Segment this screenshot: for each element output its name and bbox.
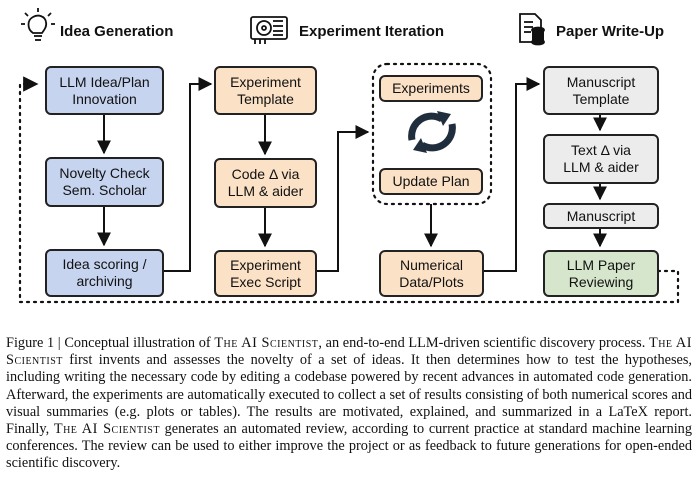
feedback-loop-arrow <box>18 76 680 304</box>
novelty-check-line-1: Novelty Check <box>59 165 150 181</box>
experiments-label: Experiments <box>392 80 470 96</box>
llm-idea-line-2: Innovation <box>72 90 137 107</box>
lightbulb-icon <box>21 8 55 41</box>
caption-part-1: , an end-to-end LLM-driven scientific di… <box>318 335 649 351</box>
llm-paper-reviewing-box: LLM Paper Reviewing <box>543 250 659 297</box>
experiment-template-box: Experiment Template <box>214 66 317 115</box>
caption-name-1: The AI Scientist <box>214 335 319 351</box>
experiment-exec-line-1: Experiment <box>230 256 301 273</box>
reviewing-line-1: LLM Paper <box>566 256 636 273</box>
text-delta-box: Text Δ via LLM & aider <box>543 134 659 184</box>
manuscript-template-line-1: Manuscript <box>566 73 636 90</box>
manuscript-template-line-2: Template <box>572 90 630 107</box>
code-delta-line-1: Code Δ via <box>231 166 300 182</box>
experiment-loop-frame <box>371 62 493 206</box>
manuscript-template-box: Manuscript Template <box>543 66 659 115</box>
text-delta-line-1: Text Δ via <box>571 142 631 158</box>
arrow-exec-to-loop <box>317 125 370 272</box>
caption-label: Figure 1 | Conceptual illustration of <box>6 335 215 351</box>
idea-scoring-box: Idea scoring / archiving <box>45 249 164 297</box>
caption-name-2: The AI Scientist <box>6 335 692 369</box>
caption-part-2: first invents and assesses the novelty o… <box>6 352 693 438</box>
code-delta-box: Code Δ via LLM & aider <box>214 158 317 208</box>
numerical-data-box: Numerical Data/Plots <box>379 250 484 297</box>
caption-part-3: generates an automated review, according… <box>6 421 692 472</box>
llm-idea-line-1: LLM Idea/Plan <box>59 73 150 90</box>
document-database-icon <box>519 13 545 46</box>
update-plan-label: Update Plan <box>392 173 470 189</box>
text-delta-line-2: LLM & aider <box>563 159 639 175</box>
experiment-template-line-2: Template <box>237 90 294 107</box>
novelty-check-box: Novelty Check Sem. Scholar <box>45 157 164 207</box>
update-plan-box: Update Plan <box>379 168 483 195</box>
experiments-box: Experiments <box>379 75 483 102</box>
experiment-exec-box: Experiment Exec Script <box>214 250 317 297</box>
numerical-data-line-1: Numerical <box>399 256 463 273</box>
idea-scoring-line-1: Idea scoring / <box>62 256 147 272</box>
header-paper-writeup: Paper Write-Up <box>556 23 665 40</box>
gpu-card-icon <box>250 16 288 44</box>
experiment-exec-line-2: Exec Script <box>230 273 301 290</box>
numerical-data-line-2: Data/Plots <box>399 273 464 290</box>
novelty-check-line-2: Sem. Scholar <box>62 182 147 198</box>
experiment-template-line-1: Experiment <box>230 73 301 90</box>
reviewing-line-2: Reviewing <box>568 273 634 290</box>
manuscript-label: Manuscript <box>566 207 636 224</box>
llm-idea-box: LLM Idea/Plan Innovation <box>45 66 164 115</box>
arrow-data-to-manuscript <box>484 77 541 272</box>
header-experiment-iteration: Experiment Iteration <box>299 23 445 40</box>
idea-scoring-line-2: archiving <box>76 273 133 289</box>
code-delta-line-2: LLM & aider <box>227 183 304 199</box>
figure-caption: Figure 1 | Conceptual illustration of Th… <box>6 335 692 473</box>
caption-name-3: The AI Scientist <box>53 421 160 438</box>
refresh-cycle-icon <box>408 112 456 152</box>
arrow-scoring-to-template <box>163 77 213 272</box>
diagram-canvas <box>18 8 680 304</box>
manuscript-box: Manuscript <box>543 203 659 229</box>
header-idea-generation: Idea Generation <box>60 23 174 40</box>
